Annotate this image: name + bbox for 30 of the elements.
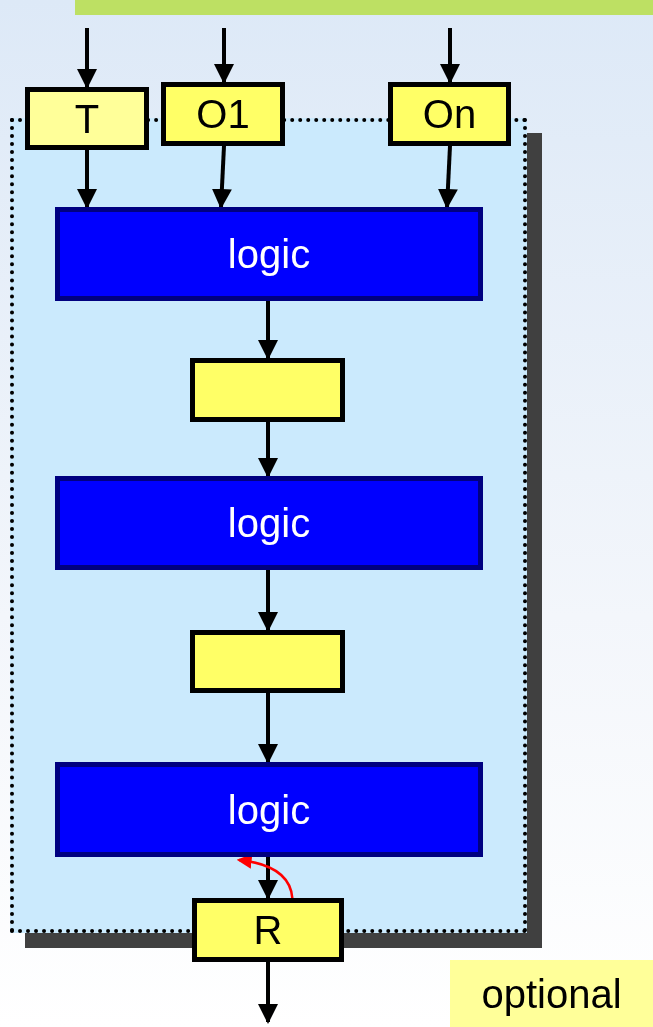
register-box (388, 82, 511, 146)
arrow (258, 962, 278, 1024)
arrow (440, 28, 460, 84)
box-label: On (422, 94, 477, 134)
box-label: T (74, 98, 100, 139)
block-label: logic (227, 789, 311, 830)
arrow (77, 150, 97, 209)
box-label: O1 (196, 94, 250, 134)
register-box (190, 630, 345, 693)
register-box (161, 82, 285, 146)
logic-block (55, 207, 483, 301)
arrow (214, 28, 234, 84)
arrow (437, 145, 458, 209)
block-label: logic (227, 234, 311, 274)
box-label: R (253, 910, 283, 950)
arrow (258, 422, 278, 478)
note-box (450, 960, 653, 1027)
arrow (258, 857, 278, 900)
arrow (258, 693, 278, 764)
arrow (77, 28, 97, 89)
register-box (190, 358, 345, 422)
logic-block (55, 762, 483, 857)
arrow (258, 570, 278, 632)
register-box (25, 87, 149, 150)
box-label: optional (481, 973, 622, 1014)
arrow (258, 301, 278, 360)
register-box (192, 898, 344, 962)
logic-block (55, 476, 483, 570)
block-label: logic (227, 503, 311, 543)
arrow (211, 145, 232, 209)
